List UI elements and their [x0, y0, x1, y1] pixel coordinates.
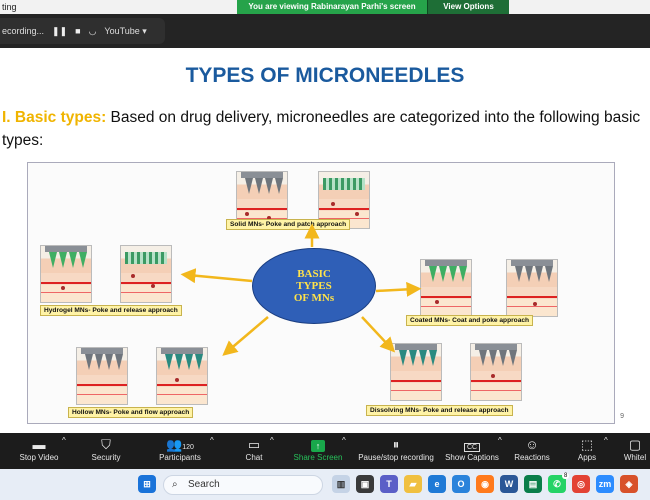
chat-button[interactable]: ▭ Chat [236, 436, 272, 462]
apps-button[interactable]: ⬚ Apps [570, 436, 604, 462]
oval-line-2: TYPES [296, 280, 332, 292]
taskbar-search[interactable]: ⌕ Search [163, 475, 323, 495]
security-button[interactable]: ⛉ Security [84, 436, 128, 462]
hollow-mn-label: Hollow MNs- Poke and flow approach [68, 407, 194, 418]
reactions-icon: ☺ [525, 437, 539, 452]
pause-stop-recording-button[interactable]: ⏸ Pause/stop recording [354, 436, 438, 462]
coated-mn-illustration-2 [506, 259, 558, 317]
chrome-icon[interactable]: ◎ [572, 475, 590, 493]
share-screen-button[interactable]: ↑ Share Screen [288, 436, 348, 462]
arrow-to-hydrogel [180, 268, 253, 284]
participants-options-chevron[interactable]: ^ [210, 436, 214, 445]
whiteboard-icon: ▢ [628, 437, 642, 452]
search-icon: ⌕ [172, 479, 178, 490]
zoom-icon[interactable]: zm [596, 475, 614, 493]
windows-taskbar: ⊞ ⌕ Search ▥ ▣ T ▰ e O ◉ W ▤ ✆ 8 ◎ zm ◈ [0, 469, 650, 500]
arrow-to-dissolving [361, 316, 396, 353]
share-screen-icon: ↑ [288, 436, 348, 453]
reactions-button[interactable]: ☺ Reactions [510, 436, 554, 462]
edge-icon[interactable]: e [428, 475, 446, 493]
share-options-chevron[interactable]: ^ [342, 436, 346, 445]
chat-bubble-icon: ▭ [247, 437, 261, 452]
apps-icon: ⬚ [580, 437, 594, 452]
widgets-icon[interactable]: ▥ [332, 475, 350, 493]
shared-slide: TYPES OF MICRONEEDLES I. Basic types: Ba… [0, 48, 650, 433]
coated-mn-label: Coated MNs- Coat and poke approach [406, 315, 534, 326]
recording-status: ecording... [2, 26, 45, 36]
pause-icon[interactable]: ❚❚ [52, 25, 68, 36]
chat-options-chevron[interactable]: ^ [270, 436, 274, 445]
video-options-chevron[interactable]: ^ [62, 436, 66, 445]
share-banner: You are viewing Rabinarayan Parhi's scre… [237, 0, 509, 14]
slide-title: TYPES OF MICRONEEDLES [185, 64, 465, 87]
app-icon[interactable]: ◈ [620, 475, 638, 493]
recording-bar: ecording... ❚❚ ■ ◡ YouTube ▾ [0, 14, 650, 48]
teams-icon[interactable]: T [380, 475, 398, 493]
hydrogel-mn-illustration-1 [40, 245, 92, 303]
apps-options-chevron[interactable]: ^ [604, 436, 608, 445]
word-icon[interactable]: W [500, 475, 518, 493]
slide-intro: I. Basic types: Based on drug delivery, … [2, 106, 650, 152]
arrow-to-coated [375, 281, 422, 297]
store-icon[interactable]: ▤ [524, 475, 542, 493]
share-banner-message: You are viewing Rabinarayan Parhi's scre… [237, 0, 427, 14]
shield-icon: ⛉ [101, 437, 111, 452]
captions-icon: CC [442, 436, 502, 453]
diagram-arrows [180, 223, 422, 356]
stop-icon[interactable]: ■ [75, 26, 81, 36]
whiteboard-button[interactable]: ▢ Whitel [620, 436, 650, 462]
arrow-to-hollow [222, 316, 269, 356]
hydrogel-mn-illustration-2 [120, 245, 172, 303]
dissolving-mn-illustration-1 [390, 343, 442, 401]
oval-line-1: BASIC [297, 268, 331, 280]
hollow-mn-illustration-2 [156, 347, 208, 405]
coated-mn-illustration-1 [420, 259, 472, 317]
firefox-icon[interactable]: ◉ [476, 475, 494, 493]
participants-button[interactable]: 👥120 Participants [150, 436, 210, 462]
stream-target-dropdown[interactable]: YouTube ▾ [104, 25, 147, 36]
pause-recording-icon: ⏸ [392, 437, 400, 452]
stop-video-button[interactable]: ▬ Stop Video [14, 436, 64, 462]
video-camera-icon: ▬ [32, 437, 46, 452]
slide-page-number: 9 [620, 413, 624, 420]
hollow-mn-illustration-1 [76, 347, 128, 405]
whatsapp-icon[interactable]: ✆ [548, 475, 566, 493]
solid-mn-label: Solid MNs- Poke and patch approach [226, 219, 351, 230]
people-icon: 👥120 [166, 437, 194, 452]
dissolving-mn-label: Dissolving MNs- Poke and release approac… [366, 405, 513, 416]
intro-highlight: I. Basic types: [2, 109, 107, 126]
file-explorer-icon[interactable]: ▰ [404, 475, 422, 493]
hydrogel-mn-label: Hydrogel MNs- Poke and release approach [40, 305, 182, 316]
oval-line-3: OF MNs [293, 292, 335, 304]
intro-text: Based on drug delivery, microneedles are… [2, 109, 641, 149]
basic-types-oval: BASIC TYPES OF MNs [252, 248, 376, 324]
meeting-toolbar: ▬ Stop Video ^ ⛉ Security 👥120 Participa… [0, 433, 650, 469]
live-stream-icon[interactable]: ◡ [88, 25, 97, 36]
dissolving-mn-illustration-2 [470, 343, 522, 401]
recording-pill: ecording... ❚❚ ■ ◡ YouTube ▾ [0, 18, 165, 44]
whatsapp-badge: 8 [562, 473, 570, 479]
show-captions-button[interactable]: CC Show Captions [442, 436, 502, 462]
window-title: ting [2, 2, 17, 12]
view-options-button[interactable]: View Options [427, 0, 509, 14]
microneedle-types-diagram: Solid MNs- Poke and patch approach Hydro… [27, 162, 615, 424]
outlook-icon[interactable]: O [452, 475, 470, 493]
captions-options-chevron[interactable]: ^ [498, 436, 502, 445]
task-view-icon[interactable]: ▣ [356, 475, 374, 493]
windows-start-icon[interactable]: ⊞ [138, 475, 156, 493]
